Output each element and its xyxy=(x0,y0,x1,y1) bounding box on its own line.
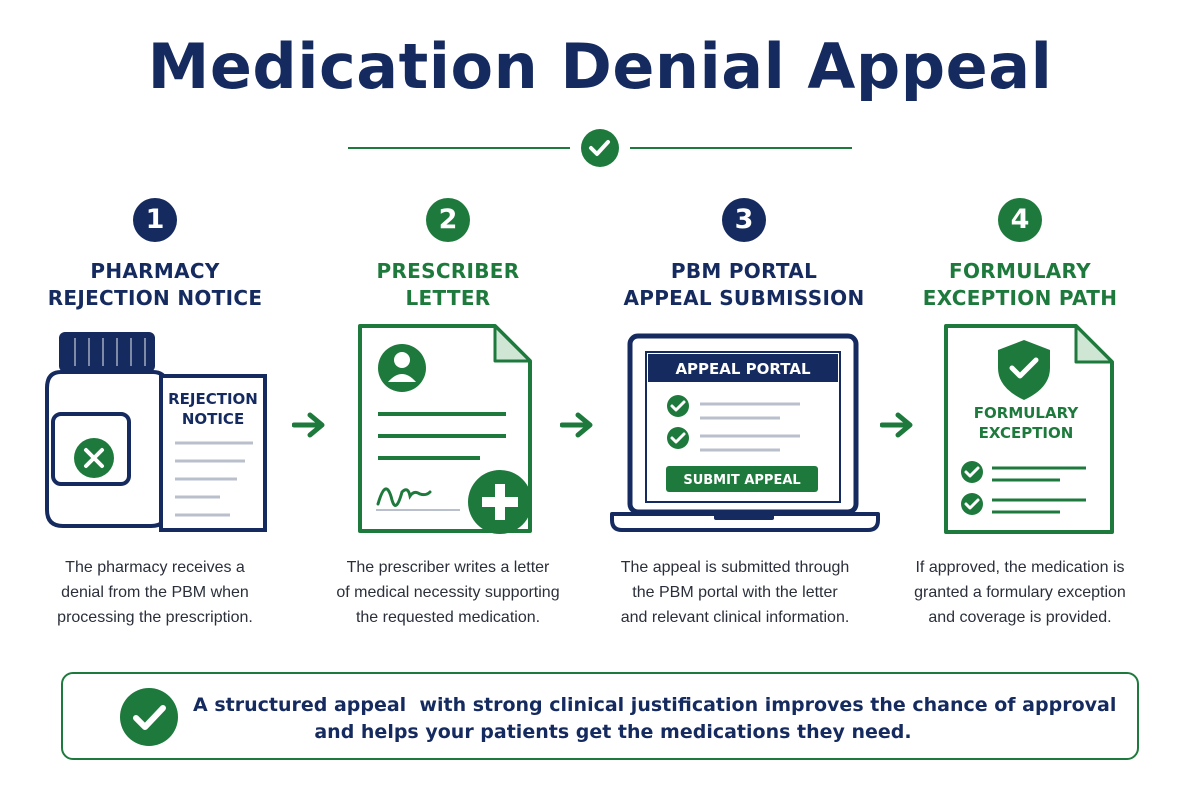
portal-header: APPEAL PORTAL xyxy=(675,360,811,378)
page-title: Medication Denial Appeal xyxy=(147,30,1053,103)
step-4-description-line: and coverage is provided. xyxy=(928,609,1112,626)
step-1-description-line: processing the prescription. xyxy=(57,609,253,626)
banner-line-1: A structured appeal with strong clinical… xyxy=(193,694,1117,716)
shield-check-document-icon: FORMULARY EXCEPTION xyxy=(944,324,1114,534)
rejection-doc-line-2: NOTICE xyxy=(182,410,244,428)
exception-check-icon xyxy=(961,493,983,515)
arrow-right-icon xyxy=(560,412,593,438)
step-1-description-line: The pharmacy receives a xyxy=(65,559,245,576)
title-divider xyxy=(348,129,852,167)
step-2-title-line-1: PRESCRIBER xyxy=(376,259,520,283)
arrow-right-icon xyxy=(880,412,913,438)
banner-text: A structured appeal with strong clinical… xyxy=(193,692,1117,746)
step-2-description-line: of medical necessity supporting xyxy=(336,584,560,601)
pill-bottle-with-x-icon: REJECTION NOTICE xyxy=(45,332,267,532)
summary-banner: A structured appeal with strong clinical… xyxy=(61,672,1139,760)
step-2-title: PRESCRIBER LETTER xyxy=(318,258,578,312)
exception-doc-line-2: EXCEPTION xyxy=(979,424,1074,442)
step-4-title-line-2: EXCEPTION PATH xyxy=(922,286,1118,310)
step-1-title-line-1: PHARMACY xyxy=(90,259,220,283)
step-4-description: If approved, the medication is granted a… xyxy=(885,555,1155,630)
medical-cross-icon xyxy=(468,470,532,534)
arrow-right-icon xyxy=(292,412,325,438)
step-1-description-line: denial from the PBM when xyxy=(61,584,249,601)
exception-doc-line-1: FORMULARY xyxy=(974,404,1080,422)
step-3-description-line: the PBM portal with the letter xyxy=(632,584,838,601)
letter-with-signature-and-cross-icon xyxy=(358,324,532,534)
step-1-number: 1 xyxy=(133,198,177,242)
laptop-portal-icon: APPEAL PORTAL SUBMIT APPEAL xyxy=(610,333,880,532)
step-1-title: PHARMACY REJECTION NOTICE xyxy=(25,258,285,312)
step-4-description-line: If approved, the medication is xyxy=(915,559,1125,576)
step-3-number: 3 xyxy=(722,198,766,242)
step-3-title-line-1: PBM PORTAL xyxy=(670,259,818,283)
step-4-title-line-1: FORMULARY xyxy=(949,259,1091,283)
rejection-doc-line-1: REJECTION xyxy=(168,390,258,408)
step-3-title: PBM PORTAL APPEAL SUBMISSION xyxy=(614,258,874,312)
step-3-description-line: and relevant clinical information. xyxy=(620,609,850,626)
step-2-description-line: the requested medication. xyxy=(355,609,541,626)
submit-appeal-label: SUBMIT APPEAL xyxy=(683,473,800,488)
step-4-description-line: granted a formulary exception xyxy=(914,584,1126,601)
step-2-description: The prescriber writes a letter of medica… xyxy=(313,555,583,630)
shield-check-icon xyxy=(998,340,1050,400)
step-1-description: The pharmacy receives a denial from the … xyxy=(20,555,290,630)
banner-line-2: and helps your patients get the medicati… xyxy=(314,721,912,743)
step-2-title-line-2: LETTER xyxy=(405,286,491,310)
divider-check-icon xyxy=(581,129,619,167)
step-1-title-line-2: REJECTION NOTICE xyxy=(47,286,263,310)
step-3-description-line: The appeal is submitted through xyxy=(620,559,850,576)
portal-check-icon xyxy=(667,427,689,449)
step-3-title-line-2: APPEAL SUBMISSION xyxy=(623,286,865,310)
portal-check-icon xyxy=(667,395,689,417)
step-3-description: The appeal is submitted through the PBM … xyxy=(600,555,870,630)
step-2-number: 2 xyxy=(426,198,470,242)
step-4-number: 4 xyxy=(998,198,1042,242)
prescriber-avatar-icon xyxy=(378,344,426,392)
step-2-description-line: The prescriber writes a letter xyxy=(346,559,550,576)
check-circle-icon xyxy=(120,688,178,746)
exception-check-icon xyxy=(961,461,983,483)
step-4-title: FORMULARY EXCEPTION PATH xyxy=(890,258,1150,312)
